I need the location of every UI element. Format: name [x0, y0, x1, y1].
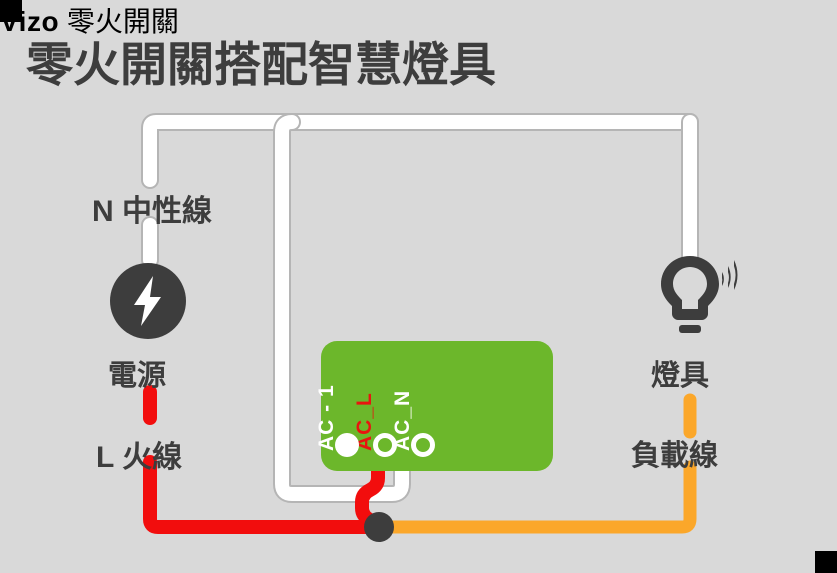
neutral-line-label: N 中性線 — [92, 195, 212, 228]
terminal-acn[interactable] — [411, 433, 435, 457]
live-wire-module-jog — [355, 441, 385, 531]
power-source-label: 電源 — [108, 360, 167, 392]
page-title: 零火開關搭配智慧燈具 — [26, 38, 496, 91]
load-wire — [372, 393, 697, 534]
terminal-acl[interactable] — [373, 433, 397, 457]
terminal-ac1[interactable] — [335, 433, 359, 457]
vizo-switch-module: AC - 1 AC_L AC_N — [315, 341, 553, 471]
lamp-label: 燈具 — [651, 360, 710, 392]
smart-bulb-wifi-icon — [661, 256, 738, 333]
corner-mark-top-left — [0, 0, 22, 22]
neutral-wire-left — [141, 113, 699, 269]
live-line-label: L 火線 — [96, 441, 183, 474]
wire-junction-dot — [364, 512, 394, 542]
load-line-label: 負載線 — [631, 440, 719, 472]
module-name: 零火開關 — [66, 6, 179, 37]
live-wire-main — [143, 455, 386, 534]
lightning-bolt-icon — [110, 263, 186, 339]
corner-mark-bottom-right — [815, 551, 837, 573]
neutral-wire-module-loop — [273, 113, 411, 503]
